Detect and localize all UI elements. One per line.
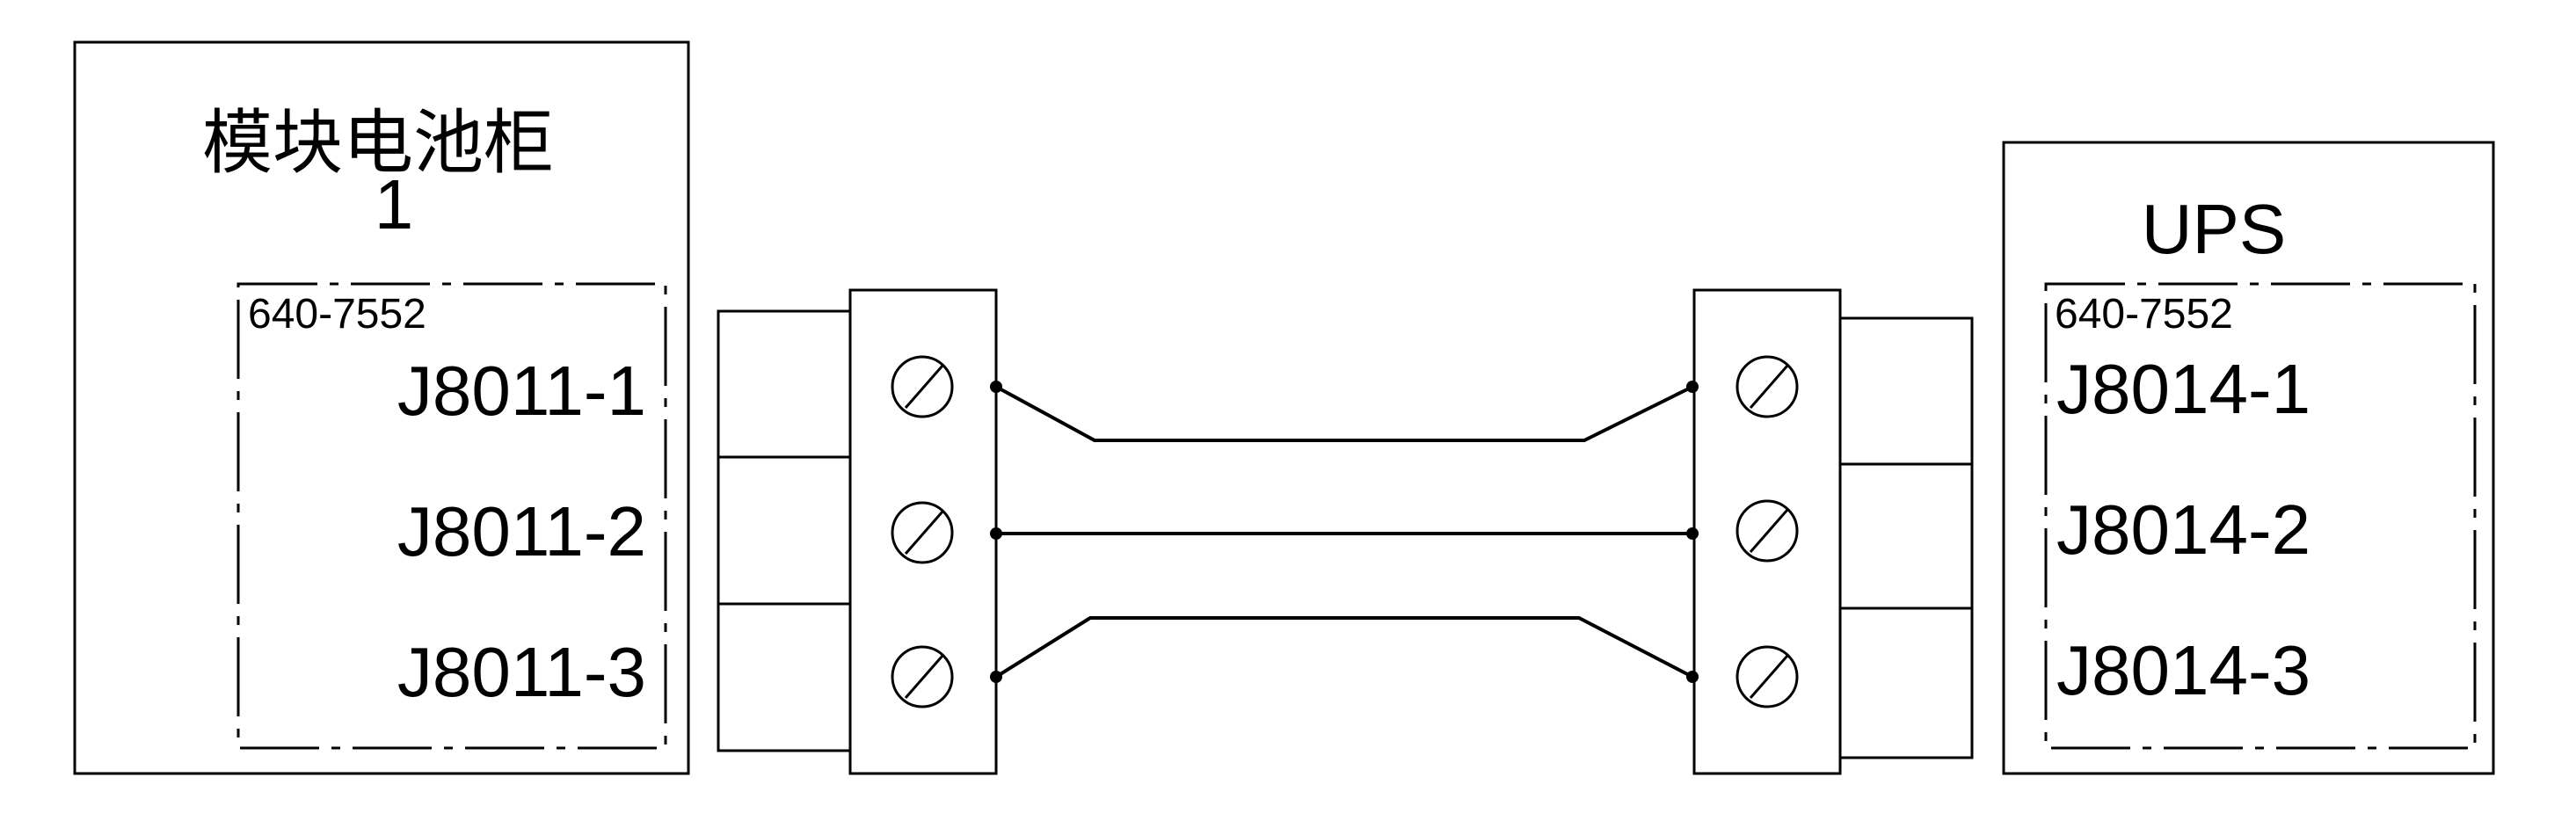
left-terminal-label-3: J8011-3 <box>397 633 646 711</box>
right-terminal-label-1: J8014-1 <box>2056 350 2310 428</box>
right-cabinet-outline <box>2002 141 2495 775</box>
left-cabinet-number: 1 <box>375 165 414 243</box>
right-board-part-number: 640-7552 <box>2055 291 2233 338</box>
left-terminal-label-2: J8011-2 <box>397 492 646 570</box>
left-terminal-label-1: J8011-1 <box>397 352 646 430</box>
screw-icon <box>1736 645 1799 708</box>
left-cabinet-outline <box>73 40 690 775</box>
wire-3 <box>994 616 1693 679</box>
right-board-outline <box>2044 282 2477 750</box>
wire-end-dot <box>1686 527 1699 540</box>
right-connector <box>1692 288 1974 775</box>
left-connector <box>717 288 998 775</box>
screw-icon <box>1736 499 1799 563</box>
left-board-part-number: 640-7552 <box>248 291 426 338</box>
screw-icon <box>1736 355 1799 418</box>
screw-icon <box>891 355 954 418</box>
right-terminal-label-3: J8014-3 <box>2056 631 2310 709</box>
wire-end-dot <box>990 381 1002 393</box>
left-cabinet-title: 模块电池柜 <box>202 102 554 184</box>
wire-1 <box>995 385 1693 442</box>
left-cabinet: 模块电池柜 1 640-7552 J8011-1 J8011-2 J8011-3 <box>73 40 690 775</box>
right-terminal-label-2: J8014-2 <box>2056 490 2310 569</box>
right-connector-plug <box>1838 316 1974 759</box>
left-connector-plug <box>717 309 852 752</box>
cable <box>990 381 1699 683</box>
right-cabinet: UPS 640-7552 J8014-1 J8014-2 J8014-3 <box>2002 141 2495 775</box>
wire-end-dot <box>1686 671 1699 683</box>
screw-icon <box>891 645 954 708</box>
right-cabinet-title: UPS <box>2142 190 2287 268</box>
wire-end-dot <box>990 671 1002 683</box>
wire-end-dot <box>1686 381 1699 393</box>
wire-end-dot <box>990 527 1002 540</box>
left-board-outline <box>236 282 667 750</box>
screw-icon <box>891 501 954 564</box>
